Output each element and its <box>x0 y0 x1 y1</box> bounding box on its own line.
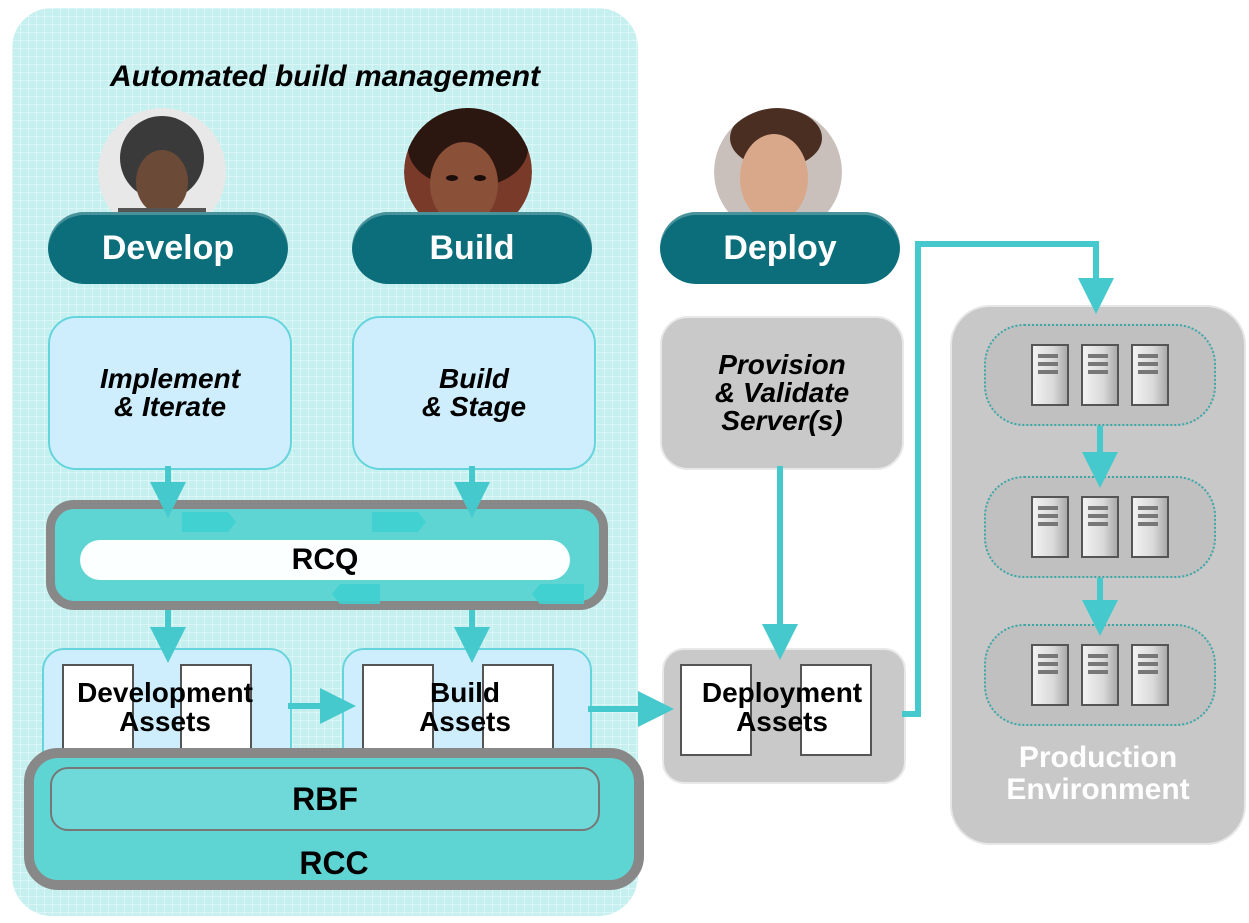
server-row <box>984 324 1216 426</box>
document-icon <box>680 664 752 756</box>
server-icon <box>1131 344 1169 406</box>
production-environment-label: Production Environment <box>1006 741 1190 806</box>
deployment-assets-label: Deployment Assets <box>701 677 863 738</box>
task-provision-validate: Provision & Validate Server(s) <box>660 316 904 470</box>
server-icon <box>1081 644 1119 706</box>
server-row <box>984 624 1216 726</box>
deployer-portrait-icon <box>714 108 842 236</box>
document-icon <box>180 664 252 756</box>
task-build-stage-label: Build & Stage <box>421 363 527 422</box>
builder-portrait-icon <box>404 108 532 236</box>
document-icon <box>62 664 134 756</box>
server-icon <box>1131 644 1169 706</box>
server-icon <box>1131 496 1169 558</box>
rcc-label: RCC <box>299 845 369 881</box>
server-icon <box>1031 496 1069 558</box>
build-assets-label: Build Assets <box>419 677 511 738</box>
server-icon <box>1081 344 1119 406</box>
server-icon <box>1081 496 1119 558</box>
task-implement-iterate-label: Implement & Iterate <box>99 363 241 422</box>
rcq-label: RCQ <box>80 540 570 580</box>
role-develop: Develop <box>48 212 288 284</box>
task-provision-validate-label: Provision & Validate Server(s) <box>714 349 850 436</box>
document-icon <box>362 664 434 756</box>
document-icon <box>800 664 872 756</box>
server-icon <box>1031 644 1069 706</box>
panel-title: Automated build management <box>109 60 541 93</box>
role-build: Build <box>352 212 592 284</box>
development-assets-label: Development Assets <box>77 677 253 738</box>
task-implement-iterate: Implement & Iterate <box>48 316 292 470</box>
task-build-stage: Build & Stage <box>352 316 596 470</box>
role-deploy: Deploy <box>660 212 900 284</box>
server-row <box>984 476 1216 578</box>
rbf-label: RBF <box>50 767 600 831</box>
server-icon <box>1031 344 1069 406</box>
